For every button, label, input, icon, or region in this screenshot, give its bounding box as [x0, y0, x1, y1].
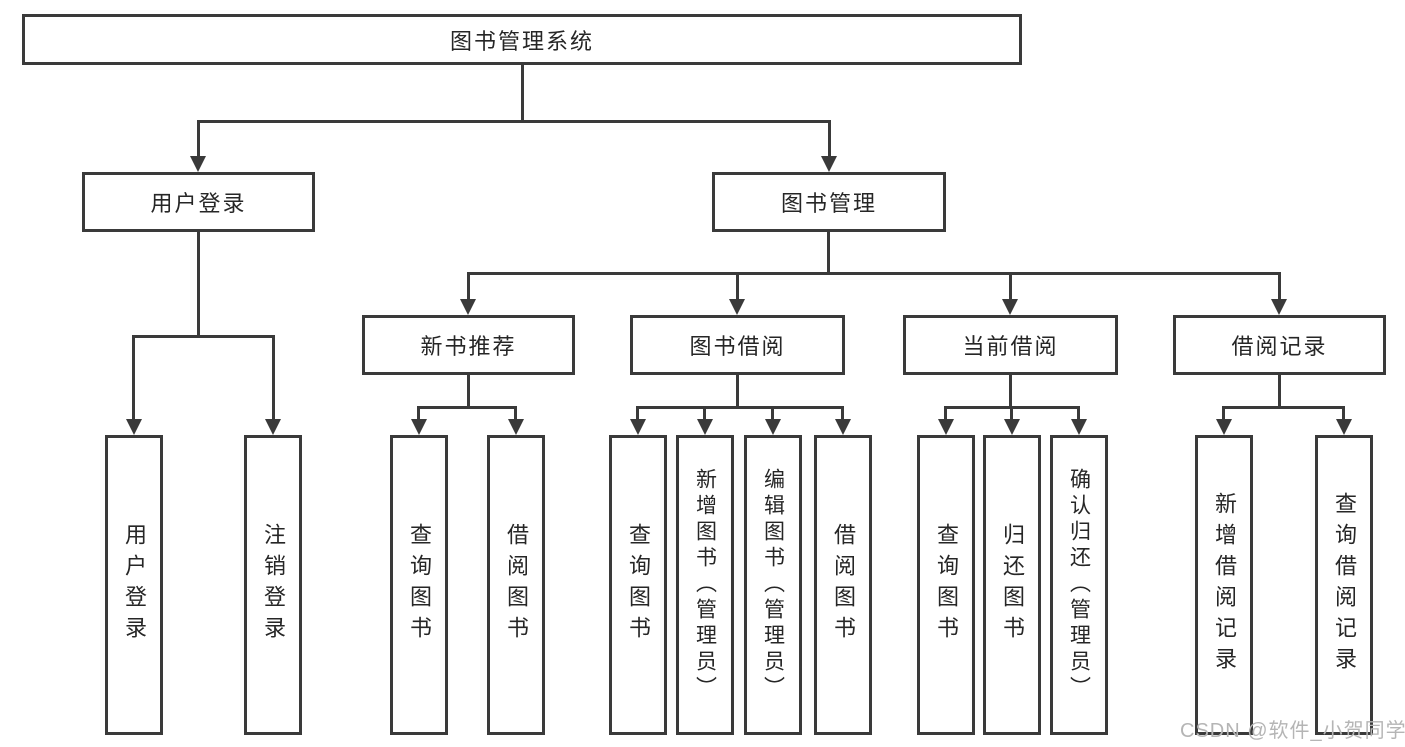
- node-user-login-label: 用户登录: [150, 191, 247, 216]
- arrow-down: [630, 419, 646, 435]
- leaf-user-login-label: 用户登录: [122, 523, 147, 647]
- connector-line: [514, 406, 517, 421]
- leaf-edit-books-admin-label: 编辑图书（管理员）: [761, 468, 785, 702]
- connector-line: [197, 232, 200, 338]
- arrow-down: [697, 419, 713, 435]
- node-root-label: 图书管理系统: [449, 28, 594, 54]
- connector-line: [1009, 375, 1012, 408]
- connector-line: [467, 272, 1281, 275]
- node-book-borrowing-label: 图书借阅: [689, 334, 786, 359]
- connector-line: [467, 375, 470, 408]
- connector-line: [417, 406, 420, 421]
- arrow-down: [190, 156, 206, 172]
- leaf-query-books-current-label: 查询图书: [934, 523, 959, 647]
- arrow-down: [765, 419, 781, 435]
- arrow-down: [835, 419, 851, 435]
- connector-line: [1278, 375, 1281, 408]
- connector-line: [521, 65, 524, 122]
- leaf-user-login: 用户登录: [105, 435, 163, 735]
- leaf-add-books-admin: 新增图书（管理员）: [676, 435, 734, 735]
- connector-line: [197, 120, 200, 158]
- node-current-borrowing: 当前借阅: [903, 315, 1118, 375]
- node-book-management: 图书管理: [712, 172, 946, 232]
- node-borrow-records-label: 借阅记录: [1231, 334, 1328, 359]
- arrow-down: [729, 299, 745, 315]
- leaf-query-books-recommend-label: 查询图书: [407, 523, 432, 647]
- node-book-management-label: 图书管理: [780, 191, 877, 216]
- connector-line: [736, 272, 739, 302]
- connector-line: [197, 120, 831, 123]
- connector-line: [1010, 406, 1013, 421]
- connector-line: [467, 272, 470, 302]
- node-root: 图书管理系统: [22, 14, 1022, 65]
- connector-line: [1222, 406, 1345, 409]
- arrow-down: [1002, 299, 1018, 315]
- leaf-confirm-return-admin-label: 确认归还（管理员）: [1067, 468, 1091, 702]
- leaf-return-books-label: 归还图书: [1000, 523, 1025, 647]
- arrow-down: [126, 419, 142, 435]
- leaf-logout-label: 注销登录: [261, 523, 286, 647]
- arrow-down: [265, 419, 281, 435]
- leaf-query-books-recommend: 查询图书: [390, 435, 448, 735]
- node-user-login: 用户登录: [82, 172, 315, 232]
- arrow-down: [1071, 419, 1087, 435]
- connector-line: [1009, 272, 1012, 302]
- arrow-down: [1004, 419, 1020, 435]
- connector-line: [636, 406, 639, 421]
- leaf-query-borrow-record-label: 查询借阅记录: [1332, 492, 1357, 678]
- connector-line: [417, 406, 517, 409]
- connector-line: [771, 406, 774, 421]
- leaf-borrow-books-recommend-label: 借阅图书: [504, 523, 529, 647]
- leaf-borrow-books-label: 借阅图书: [831, 523, 856, 647]
- connector-line: [703, 406, 706, 421]
- connector-line: [132, 335, 135, 421]
- node-new-book-recommend: 新书推荐: [362, 315, 575, 375]
- arrow-down: [821, 156, 837, 172]
- arrow-down: [1271, 299, 1287, 315]
- node-book-borrowing: 图书借阅: [630, 315, 845, 375]
- leaf-query-books-current: 查询图书: [917, 435, 975, 735]
- leaf-add-books-admin-label: 新增图书（管理员）: [693, 468, 717, 702]
- arrow-down: [1216, 419, 1232, 435]
- leaf-edit-books-admin: 编辑图书（管理员）: [744, 435, 802, 735]
- node-new-book-recommend-label: 新书推荐: [420, 334, 517, 359]
- connector-line: [636, 406, 844, 409]
- leaf-borrow-books-recommend: 借阅图书: [487, 435, 545, 735]
- arrow-down: [1336, 419, 1352, 435]
- node-current-borrowing-label: 当前借阅: [962, 334, 1059, 359]
- leaf-query-books-borrow-label: 查询图书: [626, 523, 651, 647]
- connector-line: [828, 120, 831, 158]
- leaf-return-books: 归还图书: [983, 435, 1041, 735]
- leaf-query-borrow-record: 查询借阅记录: [1315, 435, 1373, 735]
- csdn-watermark: CSDN @软件_小贺同学: [1180, 720, 1405, 742]
- arrow-down: [460, 299, 476, 315]
- arrow-down: [508, 419, 524, 435]
- leaf-borrow-books: 借阅图书: [814, 435, 872, 735]
- leaf-add-borrow-record: 新增借阅记录: [1195, 435, 1253, 735]
- connector-line: [132, 335, 275, 338]
- node-borrow-records: 借阅记录: [1173, 315, 1386, 375]
- connector-line: [272, 335, 275, 421]
- arrow-down: [938, 419, 954, 435]
- connector-line: [1342, 406, 1345, 421]
- connector-line: [841, 406, 844, 421]
- leaf-query-books-borrow: 查询图书: [609, 435, 667, 735]
- connector-line: [827, 232, 830, 275]
- leaf-confirm-return-admin: 确认归还（管理员）: [1050, 435, 1108, 735]
- leaf-add-borrow-record-label: 新增借阅记录: [1212, 492, 1237, 678]
- connector-line: [736, 375, 739, 408]
- connector-line: [1278, 272, 1281, 302]
- leaf-logout: 注销登录: [244, 435, 302, 735]
- connector-line: [944, 406, 947, 421]
- arrow-down: [411, 419, 427, 435]
- connector-line: [1077, 406, 1080, 421]
- connector-line: [1222, 406, 1225, 421]
